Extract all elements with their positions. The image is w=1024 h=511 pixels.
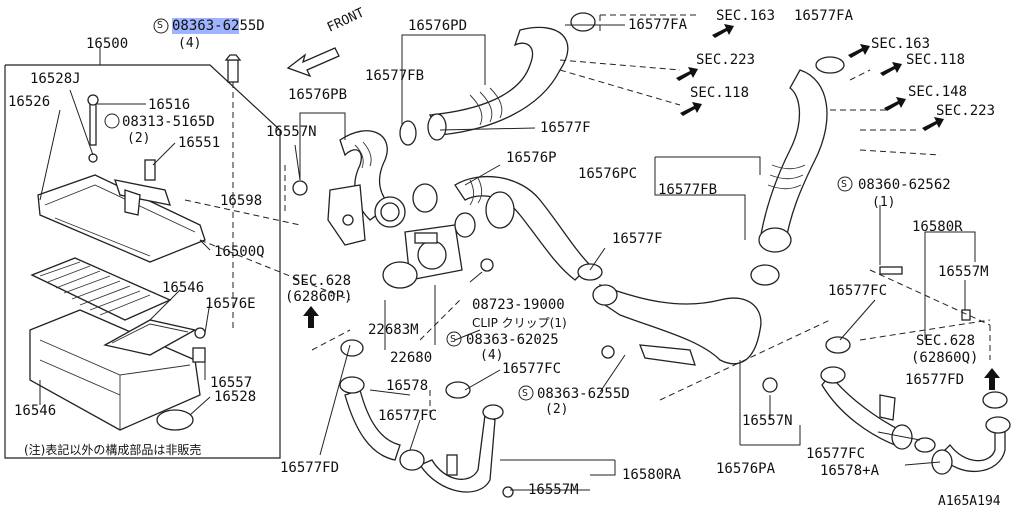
label-16577FD-a: 16577FD: [280, 460, 340, 476]
label-08363-6255D-top: 08363-6255D: [172, 18, 265, 34]
diagram-reference: A165A194: [938, 494, 1001, 509]
label-sec118-b: SEC.118: [906, 52, 966, 68]
label-clip: CLIP クリップ(1): [472, 316, 567, 330]
label-16577F-b: 16577F: [612, 231, 663, 247]
label-sec628-b-sub: (62860Q): [911, 350, 979, 366]
label-sec118-a: SEC.118: [690, 85, 750, 101]
label-sec223-a: SEC.223: [696, 52, 756, 68]
bracket: [327, 184, 366, 246]
screw-s-symbol-08360: S: [841, 179, 848, 190]
label-16551: 16551: [178, 135, 221, 151]
leader-lines-left: [39, 82, 351, 416]
label-16577FD-b: 16577FD: [905, 372, 965, 388]
airflow-meter-22680: [382, 224, 494, 289]
screw-s-symbol-08363-62025: S: [450, 334, 457, 345]
label-qty-4-b: (4): [480, 348, 504, 363]
label-16576PD: 16576PD: [408, 18, 468, 34]
label-16576PC: 16576PC: [578, 166, 638, 182]
label-sec628-a: SEC.628: [292, 273, 352, 289]
screw-s-symbol-08363-6255D: S: [522, 388, 529, 399]
label-sec163-b: SEC.163: [871, 36, 931, 52]
label-16580R: 16580R: [912, 219, 963, 235]
label-16577F-a: 16577F: [540, 120, 591, 136]
label-16577FC-a: 16577FC: [828, 283, 888, 299]
label-22680: 22680: [390, 350, 433, 366]
label-08363-6255D-top-rest: 55D: [239, 18, 265, 34]
label-16576E: 16576E: [205, 296, 256, 312]
label-16557: 16557: [210, 375, 253, 391]
label-08363-62025: 08363-62025: [466, 332, 559, 348]
label-16598: 16598: [220, 193, 263, 209]
direction-arrows: [303, 24, 1000, 390]
duct-16576PD: [399, 12, 596, 146]
label-sec628-b: SEC.628: [916, 333, 976, 349]
label-16526: 16526: [8, 94, 51, 110]
label-sec628-a-sub: (62860P): [285, 289, 353, 305]
label-16576P: 16576P: [506, 150, 557, 166]
screw-symbols: [104, 18, 853, 401]
leader-lines-center: [294, 24, 976, 491]
label-08363-6255D-top-highlight: 08363-62: [172, 18, 240, 34]
screw-s-symbol: S: [157, 20, 164, 31]
air-cleaner-upper-case: [37, 174, 206, 263]
label-16576PA: 16576PA: [716, 461, 776, 477]
label-16528: 16528: [214, 389, 257, 405]
label-16577FA-b: 16577FA: [794, 8, 854, 24]
label-22683M: 22683M: [368, 322, 419, 338]
label-sec148: SEC.148: [908, 84, 968, 100]
label-08313-5165D: 08313-5165D: [122, 114, 215, 130]
label-08360-62562: 08360-62562: [858, 177, 951, 193]
small-fasteners-left: [87, 54, 242, 363]
label-16557M-b: 16557M: [528, 482, 579, 498]
front-arrow: [286, 47, 340, 78]
label-08363-6255D-b: 08363-6255D: [537, 386, 630, 402]
label-16577FC-d: 16577FC: [806, 446, 866, 462]
label-16577FC-c: 16577FC: [378, 408, 438, 424]
label-qty-4-top: (4): [178, 36, 202, 51]
hose-16580R: [820, 266, 1011, 475]
filter-gasket: [103, 319, 197, 356]
label-16516: 16516: [148, 97, 191, 113]
label-16528J: 16528J: [30, 71, 81, 87]
label-08723-19000: 08723-19000: [472, 297, 565, 313]
label-16546-a: 16546: [162, 280, 205, 296]
label-16577FB-mid: 16577FB: [658, 182, 718, 198]
label-16577FC-b: 16577FC: [502, 361, 562, 377]
label-16546-b: 16546: [14, 403, 57, 419]
label-sec163-a: SEC.163: [716, 8, 776, 24]
air-cleaner-assembly-frame: [4, 48, 281, 459]
label-16557N-b: 16557N: [742, 413, 793, 429]
air-cleaner-lower-case: [29, 309, 201, 431]
air-filter-element: [30, 257, 172, 321]
label-16577FA-a: 16577FA: [628, 17, 688, 33]
label-16500: 16500: [86, 36, 129, 52]
label-16500Q: 16500Q: [214, 244, 265, 260]
label-qty-2-a: (2): [127, 131, 151, 146]
label-16580RA: 16580RA: [622, 467, 682, 483]
hose-16576PB: [292, 130, 406, 228]
label-qty-1-a: (1): [872, 195, 896, 210]
label-16557N-a: 16557N: [266, 124, 317, 140]
duct-16576PC: [750, 56, 845, 286]
label-16577FB-top: 16577FB: [365, 68, 425, 84]
hose-16580RA: [339, 339, 514, 498]
non-sale-note: (注)表記以外の構成部品は非販売: [24, 443, 202, 457]
duct-16576P: [412, 175, 591, 281]
label-qty-2-b: (2): [545, 402, 569, 417]
label-16576PB: 16576PB: [288, 87, 348, 103]
label-16557M-a: 16557M: [938, 264, 989, 280]
label-16578: 16578: [386, 378, 429, 394]
duct-16576PA: [577, 263, 778, 393]
label-16578A: 16578+A: [820, 463, 880, 479]
label-sec223-b: SEC.223: [936, 103, 996, 119]
